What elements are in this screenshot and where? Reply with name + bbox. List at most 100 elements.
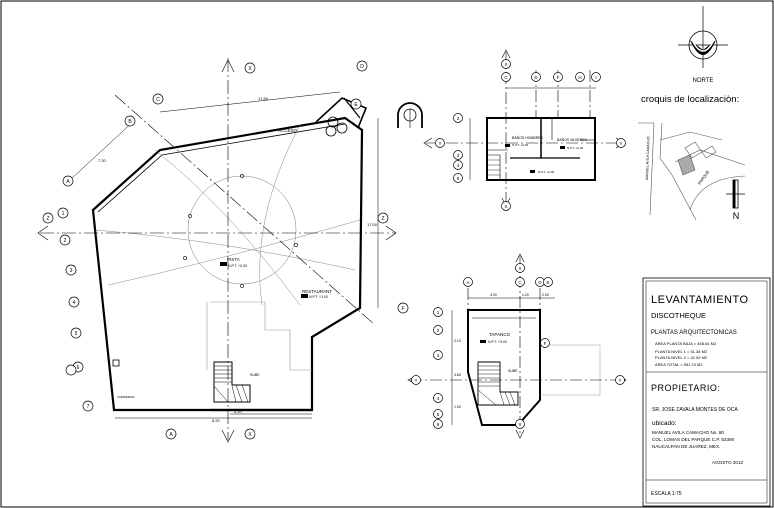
dim-top: 17.60 [258, 96, 269, 101]
dim-mezz-top-a: 4.00 [490, 293, 497, 297]
level-women-label: N.P.T. +0.00 [567, 146, 584, 150]
toilet-plan [486, 117, 596, 181]
svg-text:X: X [518, 266, 521, 271]
svg-text:D: D [360, 64, 364, 70]
room-restaurant-label: RESTAURANT [302, 289, 332, 294]
svg-text:A: A [466, 280, 469, 285]
svg-text:4: 4 [437, 396, 440, 401]
svg-text:2: 2 [64, 238, 67, 244]
dim-mezz-side-b: 3.80 [454, 373, 461, 377]
main-grid-labels: X C B A Z 1 2 3 4 5 6 7 Z F A X D E [46, 64, 404, 438]
dim-right: 17.00 [367, 222, 378, 227]
room-women-label: BAÑOS MUJERES [557, 137, 588, 142]
svg-text:I: I [595, 75, 596, 80]
main-grid-axes [40, 58, 395, 440]
stairs-label: SUBE [250, 373, 260, 377]
svg-text:3: 3 [70, 268, 73, 274]
level-dance-marker [220, 262, 227, 266]
svg-text:4: 4 [73, 300, 76, 306]
level-mezzanine-label: N.P.T. +3.00 [488, 340, 507, 344]
svg-text:F: F [544, 341, 547, 346]
svg-text:E: E [546, 280, 549, 285]
level-corridor-label: N.P.T. +0.00 [538, 170, 555, 174]
svg-text:X: X [248, 66, 252, 72]
svg-text:6: 6 [77, 365, 80, 371]
svg-text:9: 9 [437, 422, 440, 427]
svg-text:Y: Y [438, 141, 441, 146]
room-dance-label: PISTA [227, 257, 240, 262]
street-b-label: PARQUE [697, 169, 711, 186]
svg-text:Y: Y [619, 141, 622, 146]
svg-text:X: X [504, 62, 507, 67]
dim-mezz-side-a: 2.10 [454, 339, 461, 343]
column-label: CORREDOR [117, 395, 135, 399]
svg-text:C: C [518, 280, 522, 285]
svg-text:E: E [354, 102, 358, 108]
level-men-label: N.P.T. +0.00 [512, 143, 529, 147]
level-dance-label: N.P.T. +0.00 [228, 264, 247, 268]
address-line-3: NAUCALPAN DE JUAREZ, MEX. [652, 444, 720, 449]
area-level1: PLANTA NIVEL 1 = 51.38 M2 [655, 349, 708, 354]
address-line-1: MANUEL AVILA CAMACHO No. 80 [652, 430, 724, 435]
svg-text:Z: Z [46, 216, 49, 222]
location-heading: ubicado: [652, 420, 677, 427]
svg-text:A: A [169, 432, 173, 438]
level-restaurant-label: N.P.T. +1.00 [309, 295, 328, 299]
location-sketch [638, 122, 746, 221]
svg-text:3: 3 [437, 353, 440, 358]
svg-text:5: 5 [437, 412, 440, 417]
area-ground: AREA PLANTA BAJA = 458.64 M2 [655, 341, 717, 346]
main-floor-plan [91, 97, 423, 412]
area-total: AREA TOTAL = 551.74 M2 [655, 362, 703, 367]
owner-name: SR. JOSE ZAVALA MONTES DE OCA [652, 407, 738, 413]
main-dimensions [69, 91, 379, 419]
svg-text:1: 1 [62, 211, 65, 217]
svg-text:F: F [401, 306, 404, 312]
dim-mezz-side-c: 1.00 [454, 405, 461, 409]
svg-text:4: 4 [457, 163, 460, 168]
street-a-label: MANUEL AVILA CAMACHO [645, 136, 651, 180]
main-staircase [213, 361, 251, 403]
dim-bottom-a: 4.20 [234, 409, 243, 414]
title-heading: LEVANTAMIENTO [651, 294, 749, 306]
level-restaurant-marker [301, 294, 308, 298]
axis-arrow-icons [37, 49, 627, 443]
title-sheet-type: PLANTAS ARQUITECTONICAS [651, 330, 737, 336]
location-north-letter: N [733, 211, 740, 221]
mezzanine-staircase [477, 361, 519, 406]
dim-bottom-b: 8.20 [212, 418, 221, 423]
svg-text:X: X [518, 422, 521, 427]
svg-text:5: 5 [457, 176, 460, 181]
svg-text:X: X [504, 204, 507, 209]
svg-text:B: B [128, 119, 132, 125]
svg-text:A: A [66, 179, 70, 185]
owner-heading: PROPIETARIO: [651, 383, 720, 393]
svg-text:C: C [504, 75, 508, 80]
svg-text:D: D [538, 280, 542, 285]
svg-text:Z: Z [381, 216, 384, 222]
svg-text:Y: Y [414, 378, 417, 383]
mezzanine-plan [467, 309, 601, 426]
dim-left: 7.20 [98, 158, 107, 163]
title-block [642, 277, 771, 507]
north-label: NORTE [693, 78, 714, 84]
toilet-grid-bubbles [435, 59, 626, 211]
dim-mezz-top-b: 1.20 [522, 293, 529, 297]
mezzanine-grid-labels: X A C D E 1 2 3 Y 4 5 9 Y X F [414, 266, 621, 427]
svg-text:Y: Y [618, 378, 621, 383]
svg-text:2: 2 [437, 328, 440, 333]
address-line-2: COL. LOMAS DEL PARQUE C.P. 53390 [652, 437, 735, 442]
title-project: DISCOTHEQUE [651, 311, 706, 320]
room-access-label: ACCESO [278, 128, 298, 133]
mezzanine-dimensions [451, 297, 555, 425]
sheet-scale: ESCALA 1:75 [651, 491, 682, 497]
svg-text:D: D [534, 75, 538, 80]
room-mezzanine-label: TAPANCO [489, 332, 511, 337]
toilet-grid-labels: X C D F H I 2 Y 3 4 5 Y X [438, 62, 622, 209]
svg-text:1: 1 [437, 310, 440, 315]
svg-text:2: 2 [457, 116, 460, 121]
svg-text:7: 7 [87, 404, 90, 410]
room-men-label: BAÑOS HOMBRES [512, 135, 544, 140]
